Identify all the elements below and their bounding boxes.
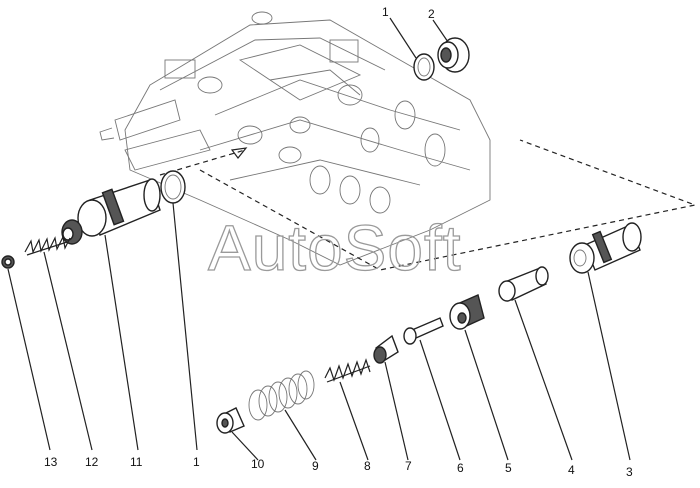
part-6-valve-pin [403, 317, 444, 345]
valve-body-housing [99, 11, 491, 266]
callout-11: 11 [130, 455, 143, 469]
part-1-oring-top [413, 53, 435, 81]
part-9-spring [248, 370, 315, 421]
callout-1-bottom: 1 [193, 455, 200, 469]
callout-12: 12 [85, 455, 99, 469]
callout-4: 4 [568, 463, 575, 477]
part-10-cap [216, 407, 245, 434]
part-11-sleeve [61, 178, 161, 245]
assembly-guide-lines [159, 139, 698, 271]
part-7-seat [373, 334, 399, 364]
callout-9: 9 [312, 459, 319, 473]
callout-1-top: 1 [382, 5, 389, 19]
part-2-cap [437, 37, 470, 73]
watermark-text: AutoSoft [208, 212, 462, 284]
part-5-plug [449, 294, 485, 330]
part-3-sleeve [569, 222, 642, 274]
callout-8: 8 [364, 459, 371, 473]
callout-10: 10 [251, 457, 265, 471]
callout-3: 3 [626, 465, 633, 479]
part-13-nut [1, 255, 15, 269]
leader-lines [7, 17, 631, 461]
part-12-spring [24, 235, 71, 256]
callout-5: 5 [505, 461, 512, 475]
part-4-plunger [498, 266, 549, 302]
callout-6: 6 [457, 461, 464, 475]
part-8-spring [324, 358, 371, 383]
callout-13: 13 [44, 455, 58, 469]
part-1-oring-left [160, 170, 186, 204]
callout-7: 7 [405, 459, 412, 473]
callout-2: 2 [428, 7, 435, 21]
